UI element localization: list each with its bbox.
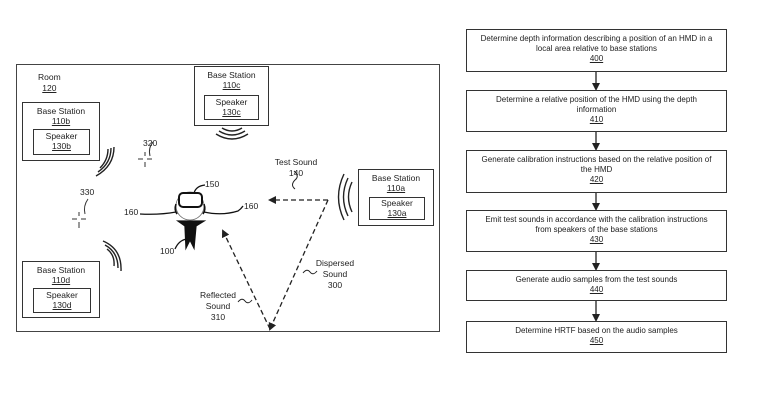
reflected-sound-leader [237,298,253,304]
flow-step-text: Determine depth information describing a… [480,34,713,43]
sound-waves-110a-icon [337,173,353,221]
flow-step-430: Emit test sounds in accordance with the … [466,210,727,252]
label-ear-right-160: 160 [244,201,259,211]
speaker-130c: Speaker 130c [204,95,259,120]
speaker-label: Speaker [215,97,248,107]
speaker-label: Speaker [381,198,413,208]
flow-step-ref: 450 [589,336,604,345]
base-station-110b: Base Station 110b Speaker 130b [22,102,100,161]
room-ref: 120 [42,83,57,93]
reflected-sound-line1: Reflected [200,290,236,300]
reflected-sound-line2: Sound [205,301,231,311]
flow-step-410: Determine a relative position of the HMD… [466,90,727,132]
speaker-ref: 130c [222,107,241,117]
dispersed-sound-line2: Sound [322,269,348,279]
label-hmd-150: 150 [205,179,220,189]
flow-step-ref: 420 [589,175,604,184]
speaker-130b: Speaker 130b [33,129,90,155]
base-station-label: Base Station [36,265,86,275]
flow-step-text: Emit test sounds in accordance with the … [485,215,708,224]
base-station-ref: 110c [222,80,241,90]
reflected-sound-ref: 310 [210,312,226,322]
base-station-label: Base Station [371,173,421,183]
label-test-sound: Test Sound 140 [272,157,320,179]
user-with-hmd-icon [139,184,244,251]
speaker-ref: 130a [387,208,407,218]
flow-step-ref: 400 [589,54,604,63]
flow-step-text: Generate audio samples from the test sou… [515,275,678,284]
flow-step-text: the HMD [580,165,613,174]
flow-step-text: information [576,105,617,114]
flow-step-440: Generate audio samples from the test sou… [466,270,727,301]
flow-step-ref: 410 [589,115,604,124]
base-station-ref: 110b [51,116,71,126]
room-label: Room 120 [38,72,61,94]
test-sound-text: Test Sound [274,157,318,167]
room-label-text: Room [38,72,61,82]
flow-step-text: Generate calibration instructions based … [481,155,712,164]
base-station-ref: 110d [51,275,71,285]
flow-step-text: from speakers of the base stations [535,225,658,234]
label-reflected-sound: Reflected Sound 310 [196,290,240,323]
flow-step-400: Determine depth information describing a… [466,29,727,72]
dispersed-sound-leader [302,269,318,275]
base-station-110c: Base Station 110c Speaker 130c [194,66,269,126]
dispersed-sound-ref: 300 [327,280,343,290]
speaker-ref: 130b [52,141,71,151]
label-330: 330 [80,187,95,197]
base-station-label: Base Station [207,70,256,80]
sound-waves-110d-icon [102,240,122,272]
speaker-label: Speaker [45,131,78,141]
crosshair-320-icon [138,141,154,167]
flow-step-text: Determine a relative position of the HMD… [496,95,697,104]
base-station-110d: Base Station 110d Speaker 130d [22,261,100,318]
speaker-label: Speaker [46,290,78,300]
crosshair-330-icon [72,198,89,228]
label-dispersed-sound: Dispersed Sound 300 [312,258,358,291]
speaker-130a: Speaker 130a [369,197,425,220]
reflected-sound-line [221,229,271,330]
label-user-100: 100 [160,246,175,256]
flow-step-text: local area relative to base stations [536,44,657,53]
flow-step-text: Determine HRTF based on the audio sample… [515,326,678,335]
test-sound-leader [292,170,298,190]
test-sound-ref: 140 [288,168,304,178]
label-ear-left-160: 160 [124,207,139,217]
speaker-ref: 130d [52,300,72,310]
flow-step-420: Generate calibration instructions based … [466,150,727,193]
sound-waves-110b-icon [95,146,115,177]
flow-step-ref: 430 [589,235,604,244]
room-boundary [16,64,440,332]
base-station-110a: Base Station 110a Speaker 130a [358,169,434,226]
label-320: 320 [143,138,158,148]
flow-step-ref: 440 [589,285,604,294]
dispersed-sound-line1: Dispersed [315,258,355,268]
flow-step-450: Determine HRTF based on the audio sample… [466,321,727,353]
base-station-label: Base Station [36,106,86,116]
sound-waves-110c-icon [215,127,249,140]
base-station-ref: 110a [386,183,406,193]
speaker-130d: Speaker 130d [33,288,91,313]
